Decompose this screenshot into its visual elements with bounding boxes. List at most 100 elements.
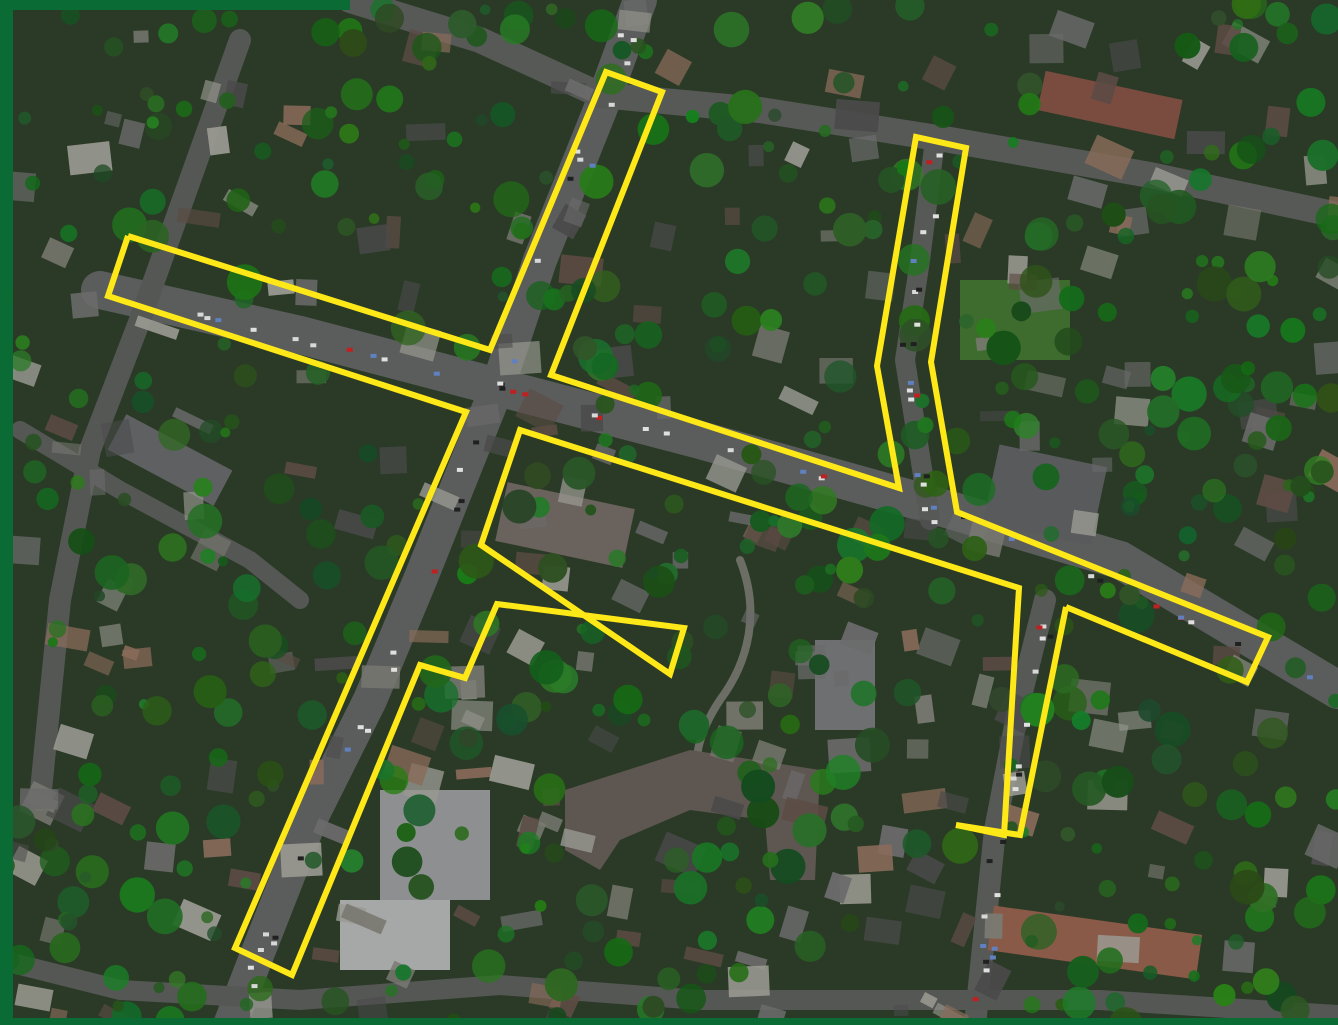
- tree: [217, 337, 231, 351]
- tree: [803, 272, 827, 296]
- tree: [642, 995, 665, 1018]
- roof: [44, 414, 79, 442]
- roof: [914, 694, 935, 724]
- tree: [780, 714, 800, 735]
- tree: [986, 330, 1021, 365]
- car: [936, 153, 943, 158]
- tree: [60, 5, 80, 25]
- car: [197, 312, 204, 317]
- tree: [962, 472, 996, 506]
- roof: [734, 950, 768, 970]
- car: [272, 935, 279, 940]
- tree: [818, 420, 832, 434]
- tree: [1029, 760, 1062, 793]
- zone-north-west-arm: [127, 68, 1273, 686]
- tree: [1099, 582, 1116, 599]
- tree: [1241, 981, 1254, 994]
- tree: [91, 694, 114, 717]
- tree: [343, 621, 367, 646]
- roof: [419, 482, 460, 511]
- tree: [792, 813, 827, 848]
- tree: [878, 166, 905, 193]
- roof: [1222, 940, 1256, 974]
- tree: [1213, 494, 1242, 523]
- tree: [1233, 453, 1258, 478]
- car: [596, 415, 603, 420]
- tree: [1120, 496, 1141, 516]
- tree: [728, 89, 763, 124]
- tree: [257, 760, 284, 788]
- roof: [1080, 245, 1119, 280]
- tree: [91, 104, 103, 116]
- tree: [499, 14, 530, 45]
- car: [1097, 578, 1104, 583]
- tree: [572, 336, 598, 361]
- tree: [146, 898, 183, 935]
- tree: [1098, 418, 1130, 450]
- tree: [1146, 193, 1178, 225]
- tree: [78, 784, 98, 804]
- tree: [942, 827, 979, 864]
- tree: [1060, 827, 1076, 842]
- tree: [1101, 202, 1126, 227]
- tree: [233, 364, 257, 388]
- roof: [950, 912, 977, 948]
- frame-border-left: [0, 0, 13, 1025]
- roof: [202, 838, 232, 858]
- tree: [1054, 565, 1085, 596]
- tree: [720, 842, 740, 862]
- tree: [49, 932, 81, 964]
- car: [907, 380, 914, 385]
- car: [344, 747, 351, 752]
- tree: [612, 40, 632, 60]
- tree: [47, 637, 58, 648]
- tree: [48, 620, 67, 638]
- tree: [493, 181, 530, 218]
- tree: [1294, 896, 1326, 929]
- roof: [284, 461, 318, 479]
- tree: [1210, 10, 1227, 26]
- tree: [735, 877, 752, 894]
- car: [271, 941, 278, 946]
- tree: [630, 38, 647, 54]
- tree: [219, 92, 236, 109]
- tree: [1143, 965, 1158, 980]
- tree: [1194, 851, 1213, 870]
- roof: [654, 48, 692, 87]
- car: [390, 650, 397, 655]
- tree: [673, 870, 708, 905]
- tree: [339, 29, 368, 57]
- tree: [1054, 327, 1083, 356]
- car: [1010, 776, 1017, 781]
- tree: [1229, 869, 1265, 905]
- roof: [724, 207, 740, 225]
- roof: [921, 55, 957, 91]
- tree: [325, 106, 338, 119]
- tree: [989, 686, 1014, 712]
- tree: [751, 215, 778, 242]
- tree: [754, 893, 769, 908]
- car: [591, 413, 598, 418]
- tree: [540, 701, 552, 712]
- tree: [479, 4, 491, 16]
- roof: [1109, 39, 1142, 73]
- tree: [472, 949, 506, 983]
- tree: [193, 675, 227, 709]
- roof: [919, 992, 938, 1009]
- roof: [19, 788, 59, 810]
- roof: [974, 959, 1012, 1001]
- tree: [1228, 934, 1244, 950]
- tree: [142, 696, 172, 726]
- roof: [683, 946, 724, 968]
- tree: [25, 175, 41, 191]
- roof: [143, 841, 176, 873]
- roof: [314, 656, 358, 672]
- tree: [725, 248, 751, 274]
- tree: [1231, 0, 1261, 19]
- roof: [1067, 175, 1108, 209]
- tree: [1196, 266, 1233, 302]
- tree: [716, 116, 743, 142]
- tree: [673, 548, 689, 564]
- tree: [579, 164, 614, 199]
